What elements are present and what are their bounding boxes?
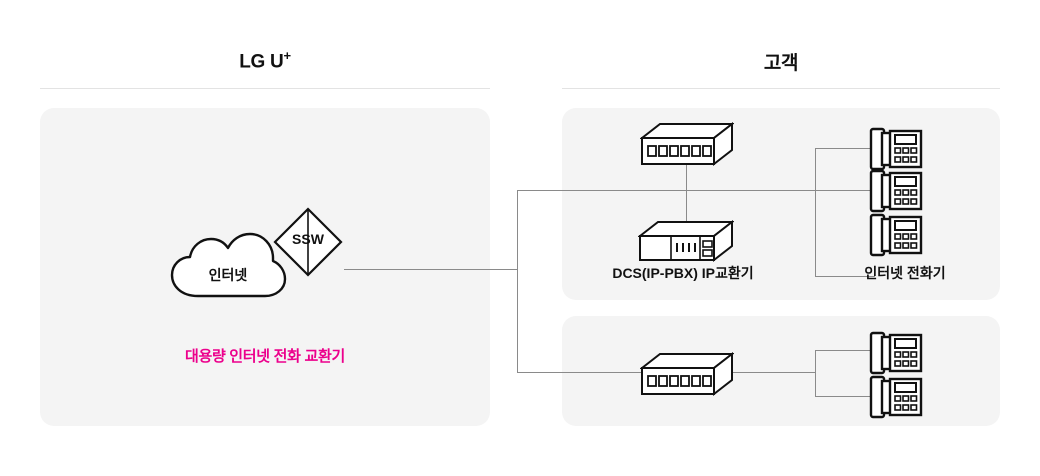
connector-branch-top-site: [517, 190, 815, 191]
ip-phone-label: 인터넷 전화기: [864, 265, 946, 281]
internet-cloud-label: 인터넷: [208, 267, 248, 283]
ssw-switch-icon: [272, 206, 344, 278]
panel-customer-bottom: [562, 316, 1000, 426]
connector-switch-to-pbx: [686, 160, 687, 240]
ssw-switch-label: SSW: [292, 231, 324, 247]
internet-cloud-icon: [168, 228, 288, 300]
provider-title-superscript: +: [283, 48, 291, 63]
provider-caption: 대용량 인터넷 전화 교환기: [184, 348, 346, 365]
ip-pbx-label: DCS(IP-PBX) IP교환기: [612, 265, 754, 281]
connector-phone-top-3: [815, 276, 875, 277]
connector-customer-vertical-bus: [517, 190, 518, 373]
ip-phone-icon: [868, 330, 924, 381]
page-title-provider: LG U+: [40, 48, 490, 73]
connector-phone-top-1: [815, 148, 875, 149]
ip-phone-icon: [868, 212, 924, 263]
connector-phone-bus-top: [815, 148, 816, 276]
panel-customer-top: [562, 108, 1000, 300]
network-switch-icon: [639, 121, 735, 175]
provider-title-text: LG U: [239, 51, 284, 73]
connector-internet-to-customer: [344, 269, 518, 270]
divider-left: [40, 88, 490, 89]
connector-phone-bottom-2: [815, 396, 875, 397]
page-title-customer: 고객: [763, 53, 799, 74]
connector-phone-bottom-1: [815, 350, 875, 351]
connector-phone-bus-bottom: [815, 350, 816, 396]
divider-right: [562, 88, 1000, 89]
ip-phone-icon: [868, 168, 924, 219]
ip-phone-icon: [868, 126, 924, 177]
ip-phone-icon: [868, 374, 924, 425]
network-switch-icon: [639, 351, 735, 405]
connector-phone-top-2: [815, 190, 875, 191]
ip-pbx-icon: [637, 219, 735, 273]
